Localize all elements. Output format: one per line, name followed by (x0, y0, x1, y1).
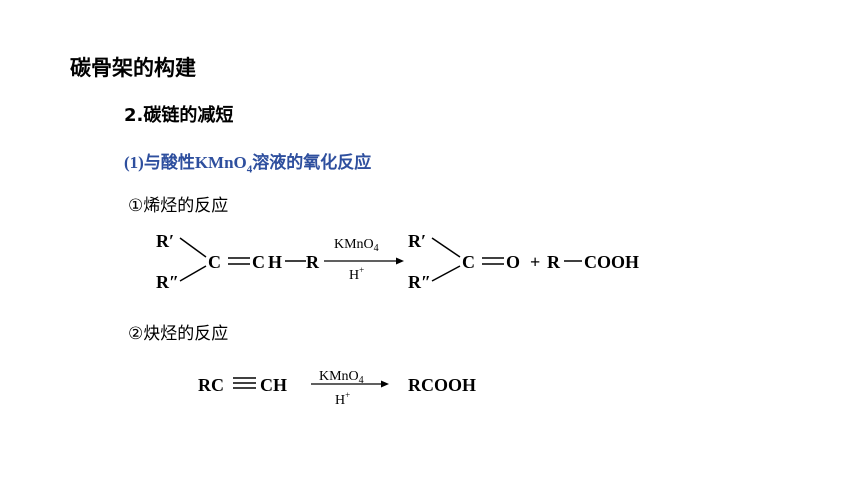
substituent-r: R (306, 252, 320, 272)
carbon-atom: C (208, 252, 221, 272)
reagent-subscript: 4 (374, 243, 379, 254)
alkyne-reaction-label: ②炔烃的反应 (128, 324, 229, 344)
plus-sign: + (530, 252, 540, 272)
section-heading: 2.碳链的减短 (124, 105, 234, 126)
reagent-main: KMnO (319, 369, 359, 384)
acid-main: H (335, 393, 345, 408)
bond-line (179, 265, 207, 282)
alkene-reaction-label: ①烯烃的反应 (128, 196, 229, 216)
subsection-text-before: 与酸性 (143, 153, 195, 173)
hydrogen-atom: H (268, 252, 282, 272)
subsection-number: (1) (124, 153, 144, 172)
acid-superscript: + (359, 265, 364, 275)
bond-line (431, 237, 461, 258)
carboxyl-group: COOH (584, 252, 639, 272)
acid-label: H+ (349, 265, 364, 283)
alkene-reaction: R′ R″ C C H R KMnO4 H+ R′ R″ C O + R COO… (156, 231, 639, 292)
product-substituent-r: R (547, 252, 561, 272)
arrow-head (396, 257, 404, 265)
acid-main: H (349, 268, 359, 283)
bond-line (179, 237, 207, 258)
subsection-heading: (1)与酸性KMnO4溶液的氧化反应 (124, 148, 371, 175)
oxygen-atom: O (506, 252, 520, 272)
subsection-reagent: KMnO (194, 153, 247, 172)
substituent-r-double-prime: R″ (156, 272, 179, 292)
arrow-head (381, 380, 389, 388)
product-substituent-r-prime: R′ (408, 231, 426, 251)
acid-superscript: + (345, 390, 350, 400)
substituent-r-prime: R′ (156, 231, 174, 251)
reagent-main: KMnO (334, 237, 374, 252)
reagent-label: KMnO4 (334, 237, 379, 254)
carboxylic-acid-product: RCOOH (408, 375, 476, 395)
slide-title: 碳骨架的构建 (70, 56, 196, 80)
bond-line (431, 265, 461, 282)
acid-label: H+ (335, 390, 350, 408)
reagent-label: KMnO4 (319, 369, 364, 386)
alkyne-rc: RC (198, 375, 224, 395)
alkyne-ch: CH (260, 375, 287, 395)
subsection-text-after: 溶液的氧化反应 (252, 153, 372, 173)
reagent-subscript: 4 (359, 375, 364, 386)
carbon-atom: C (252, 252, 265, 272)
subsection-reagent-sub: 4 (246, 163, 253, 176)
product-substituent-r-double-prime: R″ (408, 272, 431, 292)
carbonyl-carbon: C (462, 252, 475, 272)
alkyne-reaction: RC CH KMnO4 H+ RCOOH (198, 369, 476, 408)
